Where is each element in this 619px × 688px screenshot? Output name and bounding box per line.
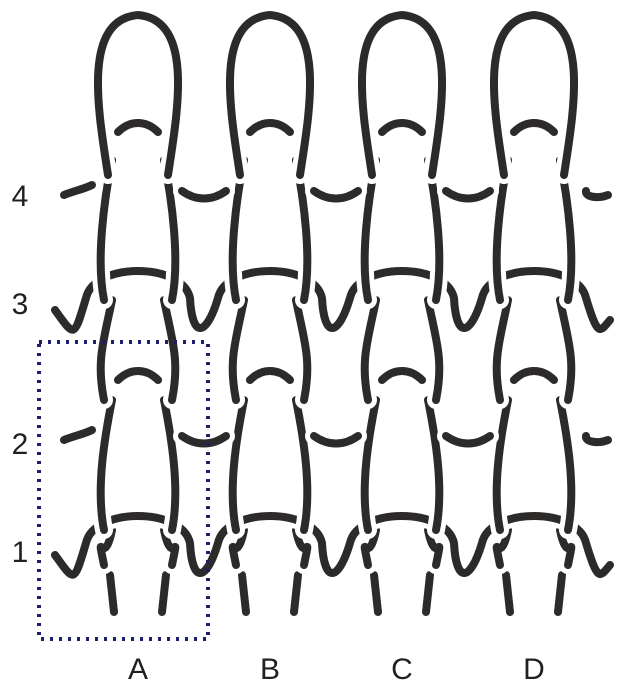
yarn-row-4-start [60, 181, 96, 199]
yarn-r1-leg-left-3 [492, 526, 512, 569]
yarn-row-3 [51, 267, 614, 334]
yarn-r1-leg-left-0 [96, 526, 116, 569]
yarn-row-3-gap [46, 262, 619, 339]
yarn-r1-leg-right-0 [160, 526, 180, 569]
yarn-row-2-sinker-0 [178, 432, 230, 448]
yarn-r3-leg-right-0 [160, 296, 180, 404]
row-label-4: 4 [11, 180, 29, 213]
yarn-r2-leg-right-2 [424, 396, 444, 534]
yarn-r3-leg-left-0 [96, 296, 116, 404]
yarn-top-loop-0 [94, 11, 182, 179]
yarn-bottom-leg-2a [370, 571, 382, 616]
column-label-b: B [259, 653, 280, 686]
yarn-top-loop-0-gap [89, 6, 187, 184]
yarn-top-bar-3 [510, 119, 558, 136]
yarn-top-bar-1 [246, 119, 294, 136]
yarn-r1-leg-right-1 [292, 526, 312, 569]
column-label-c: C [391, 653, 413, 686]
yarn-bottom-leg-3b [554, 571, 566, 616]
yarn-r2-leg-left-3 [492, 396, 512, 534]
yarn-row-2-sinker-2 [442, 432, 494, 448]
yarn-r2-leg-left-0 [96, 396, 116, 534]
yarn-top-loop-2-gap [353, 6, 451, 184]
yarn-row-2-start [60, 426, 96, 444]
row-label-3: 3 [11, 288, 29, 321]
row-label-1: 1 [11, 536, 29, 569]
yarn-row-2-sinker-1 [310, 432, 362, 448]
highlight-box [37, 340, 210, 641]
yarn-row-2-bar-2 [378, 367, 426, 384]
yarn-row-2-bar-0 [114, 367, 162, 384]
row-label-2: 2 [11, 428, 29, 461]
yarn-row-2-end [582, 432, 612, 447]
yarn-bottom-leg-2b [422, 571, 434, 616]
yarn-r3-leg-left-1 [228, 296, 248, 404]
yarn-row-4-sinker-0 [178, 187, 230, 203]
yarn-r3-leg-right-1 [292, 296, 312, 404]
yarn-r1-leg-right-3 [556, 526, 576, 569]
yarn-r2-leg-left-1 [228, 396, 248, 534]
yarn-top-bar-2 [378, 119, 426, 136]
yarn-top-bar-0 [114, 119, 162, 136]
yarn-r3-leg-right-3 [556, 296, 576, 404]
yarn-row-4-sinker-2 [442, 187, 494, 203]
yarn-r2-leg-left-2 [360, 396, 380, 534]
yarn-top-loop-1 [226, 11, 314, 179]
yarn-top-loop-1-gap [221, 6, 319, 184]
yarn-top-loop-3 [490, 11, 578, 179]
yarn-r3-leg-left-2 [360, 296, 380, 404]
yarn-r3-leg-left-3 [492, 296, 512, 404]
yarn-r3-leg-right-2 [424, 296, 444, 404]
yarn-r2-leg-right-1 [292, 396, 312, 534]
yarn-bottom-leg-0b [158, 571, 170, 616]
column-label-d: D [523, 653, 545, 686]
yarn-top-loop-3-gap [485, 6, 583, 184]
yarn-r1-leg-right-2 [424, 526, 444, 569]
yarn-row-2-bar-1 [246, 367, 294, 384]
yarn-bottom-leg-1b [290, 571, 302, 616]
yarn-top-loop-2 [358, 11, 446, 179]
column-label-a: A [127, 653, 148, 686]
yarn-row-4-end [582, 187, 612, 202]
yarn-r1-leg-left-2 [360, 526, 380, 569]
yarn-row-2-bar-3 [510, 367, 558, 384]
yarn-row-4-sinker-1 [310, 187, 362, 203]
yarn-r2-leg-right-3 [556, 396, 576, 534]
yarn-row-1-gap [46, 507, 619, 584]
yarn-r2-leg-right-0 [160, 396, 180, 534]
yarn-bottom-leg-1a [238, 571, 250, 616]
yarn-bottom-leg-0a [106, 571, 118, 616]
yarn-r1-leg-left-1 [228, 526, 248, 569]
yarn-bottom-leg-3a [502, 571, 514, 616]
yarn-row-1 [51, 512, 614, 579]
